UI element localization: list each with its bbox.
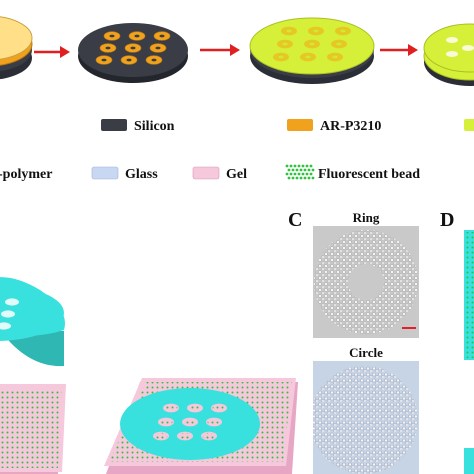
panel-d-image (464, 230, 474, 474)
legend-silicon: Silicon (101, 119, 175, 134)
micrograph-circle (313, 361, 419, 474)
legend-bead: Fluorescent bead (285, 164, 420, 182)
process-arrow-3 (380, 44, 418, 56)
cyan-disc (0, 277, 65, 367)
wafer-step-3 (249, 17, 375, 84)
legend-silicon-label: Silicon (134, 119, 175, 134)
legend-glass-label: Glass (125, 167, 158, 182)
disc-hole-6 (0, 322, 11, 330)
bead-swatch-icon (285, 164, 315, 180)
substrate-left (0, 384, 66, 474)
legend-bead-label: Fluorescent bead (318, 167, 420, 182)
legend-gel-label: Gel (226, 167, 247, 182)
disc-hole-4 (1, 310, 15, 318)
wafer-step-1 (0, 16, 33, 80)
process-arrow-1 (34, 46, 70, 58)
process-arrow-2 (200, 44, 240, 56)
legend-gel: Gel (192, 166, 247, 182)
panel-c-top-caption: Ring (353, 210, 380, 225)
legend-glass: Glass (91, 166, 158, 182)
ar-p3210-swatch (287, 119, 313, 131)
legend-polymer-swatch (464, 119, 474, 131)
legend-ar-p3210: AR-P3210 (287, 119, 381, 134)
legend-polymer-label: -polymer (0, 167, 52, 182)
panel-c-letter: C (288, 209, 302, 231)
glass-swatch (91, 166, 119, 180)
panel-c-bottom-caption: Circle (349, 345, 383, 360)
silicon-swatch (101, 119, 127, 131)
legend-ar-p3210-label: AR-P3210 (320, 119, 381, 134)
substrate-right (104, 378, 298, 474)
gel-swatch (192, 166, 220, 180)
micrograph-ring (313, 226, 419, 338)
disc-hole-2 (5, 298, 19, 306)
wafer-step-4 (423, 23, 474, 86)
wafer-step-2 (78, 23, 188, 83)
panel-d-letter: D (440, 209, 454, 231)
